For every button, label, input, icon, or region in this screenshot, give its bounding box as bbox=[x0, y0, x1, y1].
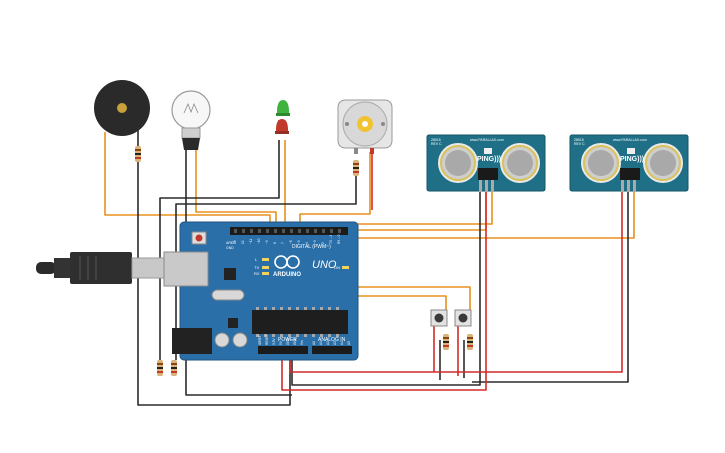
arduino-brand-label: ARDUINO bbox=[273, 272, 301, 278]
piezo-buzzer bbox=[94, 80, 150, 136]
wire-sensor2-5v bbox=[289, 192, 623, 373]
wire-sensor2-gnd bbox=[472, 192, 629, 383]
wire-motor-signal bbox=[299, 152, 371, 230]
sensor-1-brand: PING))) bbox=[477, 156, 501, 163]
pin-label: RESET bbox=[265, 334, 269, 345]
aref-label: AREF bbox=[226, 241, 235, 245]
push-button-2 bbox=[454, 309, 472, 327]
pin-label: A3 bbox=[333, 341, 337, 345]
digital-header bbox=[230, 227, 348, 235]
sensor-2-site: www.PARALLAX.com bbox=[613, 138, 647, 142]
led-rx-label: RX bbox=[254, 271, 260, 276]
led-on-label: ON bbox=[334, 265, 340, 270]
wire-lamp-signal bbox=[195, 150, 277, 230]
led-l-label: L bbox=[255, 257, 258, 262]
crystal bbox=[211, 289, 245, 301]
sensor-2-pins bbox=[620, 168, 640, 192]
red-led bbox=[275, 119, 289, 134]
pin-label: IOREF bbox=[258, 335, 262, 345]
push-button-1 bbox=[430, 309, 448, 327]
pin-label: A4 bbox=[340, 341, 344, 345]
pin-label: ~3 bbox=[313, 240, 317, 244]
sensor-1-site: www.PARALLAX.com bbox=[470, 138, 504, 142]
wire-sensor2-sig bbox=[317, 192, 635, 239]
atmega-chip bbox=[252, 310, 348, 334]
pin-label: A0 bbox=[312, 341, 316, 345]
usb-cable bbox=[36, 252, 169, 284]
resistor bbox=[467, 334, 473, 350]
pin-label: 8 bbox=[273, 242, 277, 244]
wire-sensor1-gnd bbox=[291, 192, 481, 386]
pin-label: A1 bbox=[319, 341, 323, 345]
green-led bbox=[276, 100, 290, 116]
pin-label: 7 bbox=[281, 242, 285, 244]
dc-motor bbox=[337, 99, 393, 154]
digital-label: DIGITAL (PWM~) bbox=[292, 244, 331, 250]
resistor bbox=[157, 360, 163, 376]
analog-label: ANALOG IN bbox=[318, 337, 346, 343]
pin-label: ~10 bbox=[257, 238, 261, 244]
sensor-1-pins bbox=[478, 168, 498, 192]
resistor bbox=[135, 146, 141, 162]
arduino-logo bbox=[274, 255, 300, 269]
pin-label: 3.3V bbox=[272, 338, 276, 345]
capacitor bbox=[232, 332, 248, 348]
pin-label: 5V bbox=[279, 340, 283, 345]
sensor-2-brand: PING))) bbox=[620, 156, 644, 163]
pin-label: Vin bbox=[300, 340, 304, 345]
arduino-model-label: UNO bbox=[312, 259, 337, 271]
pin-label: 4 bbox=[305, 242, 309, 244]
pin-label: ~11 bbox=[249, 239, 253, 244]
analog-header bbox=[312, 346, 352, 354]
led-tx-label: TX bbox=[254, 265, 259, 270]
wire-sensor1-5v bbox=[281, 192, 487, 391]
power-header bbox=[258, 346, 308, 354]
arduino-uno-board: ARDUINO UNO DIGITAL (PWM~) POWER ANALOG … bbox=[163, 221, 359, 361]
pin-label: A5 bbox=[347, 341, 351, 345]
pin-label: ~5 bbox=[297, 240, 301, 244]
pin-label: ~6 bbox=[289, 240, 293, 244]
wire-led-gnd bbox=[159, 140, 280, 360]
pin-label: 2 bbox=[321, 242, 325, 244]
resistor bbox=[443, 334, 449, 350]
power-jack bbox=[172, 328, 212, 354]
pin-label: RX←0 bbox=[337, 234, 341, 244]
resistor bbox=[353, 160, 359, 176]
resistor bbox=[171, 360, 177, 376]
power-label: POWER bbox=[278, 337, 297, 343]
pin-label: A2 bbox=[326, 341, 330, 345]
capacitor bbox=[214, 332, 230, 348]
pin-label: GND bbox=[286, 337, 290, 345]
light-bulb bbox=[171, 90, 211, 150]
pin-label: GND bbox=[293, 337, 297, 345]
gnd-label: GND bbox=[226, 246, 234, 250]
digital-pin-labels: 13 12 ~11 ~10 ~9 8 7 ~6 ~5 4 ~3 2 TX→1 RX←0 bbox=[233, 234, 341, 244]
pin-label: TX→1 bbox=[329, 235, 333, 244]
pin-label: 12 bbox=[241, 240, 245, 244]
pin-label: ~9 bbox=[265, 240, 269, 244]
pin-label: 13 bbox=[233, 240, 237, 244]
